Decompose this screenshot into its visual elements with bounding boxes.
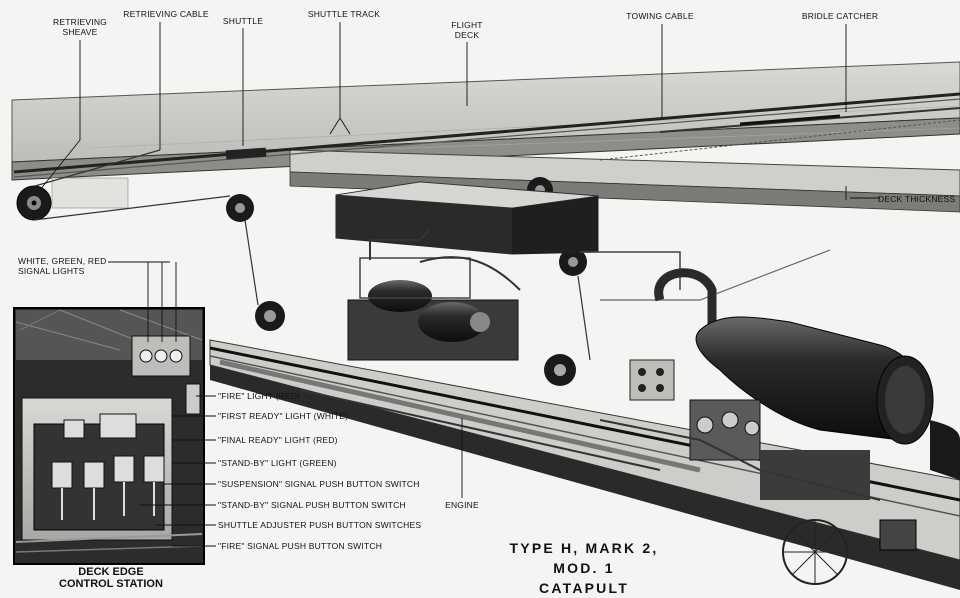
label-towing-cable: TOWING CABLE bbox=[626, 11, 694, 21]
callout-fire-signal-switch: "FIRE" SIGNAL PUSH BUTTON SWITCH bbox=[218, 541, 383, 551]
leader-lines bbox=[39, 22, 880, 547]
shuttle-track bbox=[13, 92, 960, 178]
callout-suspension-switch: "SUSPENSION" SIGNAL PUSH BUTTON SWITCH bbox=[218, 479, 420, 489]
control-station-title: DECK EDGE CONTROL STATION bbox=[59, 566, 163, 590]
air-flask bbox=[654, 268, 960, 480]
label-bridle-catcher: BRIDLE CATCHER bbox=[801, 11, 879, 21]
callout-stand-by-switch: "STAND-BY" SIGNAL PUSH BUTTON SWITCH bbox=[218, 500, 406, 510]
label-deck-thickness: DECK THICKNESS bbox=[878, 194, 956, 204]
label-signal-lights: WHITE, GREEN, RED SIGNAL LIGHTS bbox=[18, 256, 107, 276]
engine bbox=[347, 229, 831, 401]
label-shuttle-track: SHUTTLE TRACK bbox=[307, 9, 381, 19]
cables bbox=[33, 149, 591, 361]
callout-final-ready-light: "FINAL READY" LIGHT (RED) bbox=[218, 435, 338, 445]
valve-machinery bbox=[599, 399, 917, 585]
callout-shuttle-adjuster-switches: SHUTTLE ADJUSTER PUSH BUTTON SWITCHES bbox=[218, 520, 422, 530]
label-retrieving-cable: RETRIEVING CABLE bbox=[123, 9, 209, 19]
label-engine: ENGINE bbox=[445, 500, 479, 510]
callout-fire-light: "FIRE" LIGHT (RED) bbox=[218, 391, 301, 401]
shuttle bbox=[225, 147, 267, 160]
deck-box bbox=[335, 181, 599, 255]
label-shuttle: SHUTTLE bbox=[222, 16, 264, 26]
callout-stand-by-light: "STAND-BY" LIGHT (GREEN) bbox=[218, 458, 337, 468]
label-retrieving-sheave: RETRIEVING SHEAVE bbox=[53, 17, 107, 37]
flight-deck bbox=[11, 61, 960, 213]
diagram-title: TYPE H, MARK 2, MOD. 1 CATAPULT bbox=[509, 540, 659, 596]
label-flight-deck: FLIGHT DECK bbox=[451, 20, 483, 40]
callout-first-ready-light: "FIRST READY" LIGHT (WHITE) bbox=[218, 411, 349, 421]
control-station-inset bbox=[13, 307, 205, 565]
retrieving-sheave bbox=[16, 177, 129, 221]
